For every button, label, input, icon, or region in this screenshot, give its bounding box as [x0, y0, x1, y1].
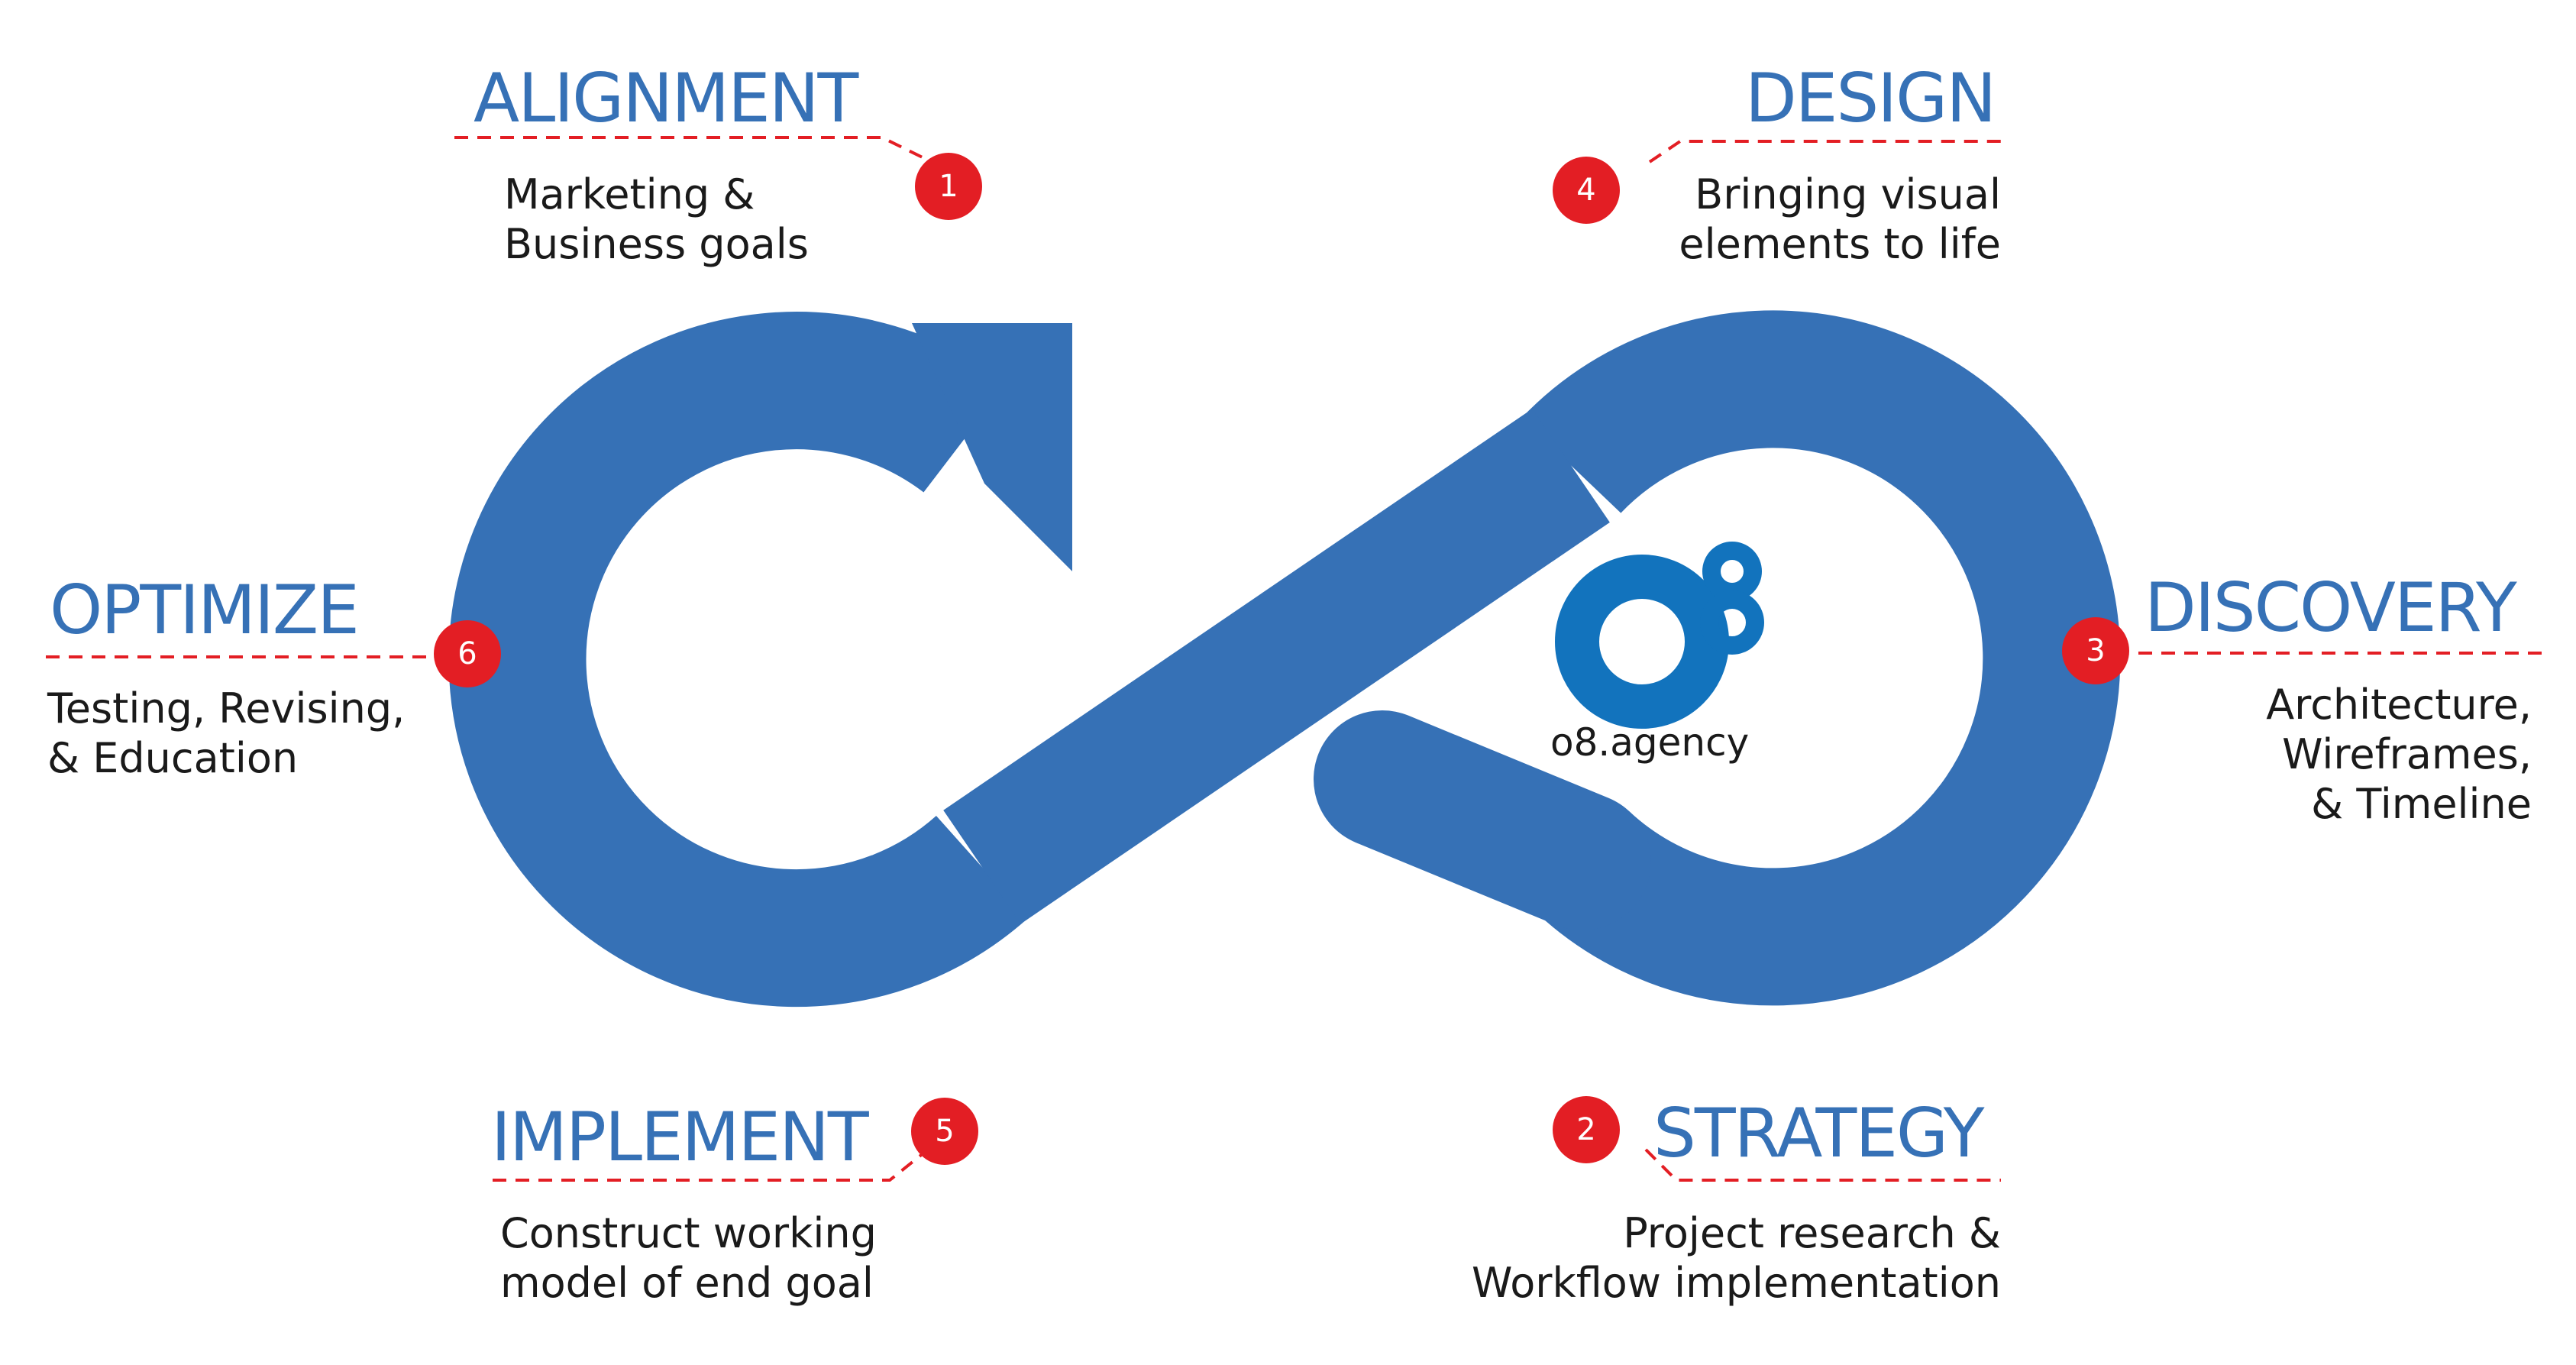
- step-discovery-badge: 3: [2062, 617, 2129, 684]
- step-alignment-description: Marketing & Business goals: [504, 170, 809, 268]
- step-strategy-badge: 2: [1553, 1096, 1620, 1163]
- loop-right-ring: [1521, 310, 2121, 1006]
- step-implement-title: IMPLEMENT: [491, 1098, 869, 1176]
- step-design-title: DESIGN: [1745, 59, 1996, 137]
- loop-crossing-diagonal: [943, 409, 1610, 924]
- step-optimize-badge: 6: [434, 620, 501, 687]
- connectors: [46, 136, 2547, 1182]
- o8-logo-icon: [1555, 542, 1764, 729]
- connector-implement: [493, 1148, 929, 1182]
- logo-caption: o8.agency: [1550, 720, 1750, 765]
- step-discovery-title: DISCOVERY: [2145, 568, 2517, 647]
- step-design-badge: 4: [1553, 157, 1620, 224]
- loop-arrowhead: [912, 323, 1072, 571]
- step-strategy-title: STRATEGY: [1653, 1094, 1984, 1173]
- connector-design: [1648, 140, 2001, 163]
- step-implement-description: Construct working model of end goal: [500, 1209, 877, 1307]
- connector-alignment: [454, 136, 932, 163]
- step-optimize-description: Testing, Revising, & Education: [47, 684, 406, 782]
- step-optimize-title: OPTIMIZE: [50, 571, 360, 649]
- connector-strategy: [1644, 1148, 2001, 1182]
- step-design-description: Bringing visual elements to life: [1679, 170, 2001, 268]
- step-discovery-description: Architecture, Wireframes, & Timeline: [2266, 681, 2532, 828]
- loop-lower-tail: [1314, 710, 1651, 930]
- step-strategy-description: Project research & Workflow implementati…: [1472, 1209, 2001, 1307]
- step-alignment-title: ALIGNMENT: [474, 59, 858, 137]
- loop-left-ring: [448, 312, 1028, 1008]
- step-implement-badge: 5: [911, 1098, 978, 1165]
- step-alignment-badge: 1: [915, 153, 982, 220]
